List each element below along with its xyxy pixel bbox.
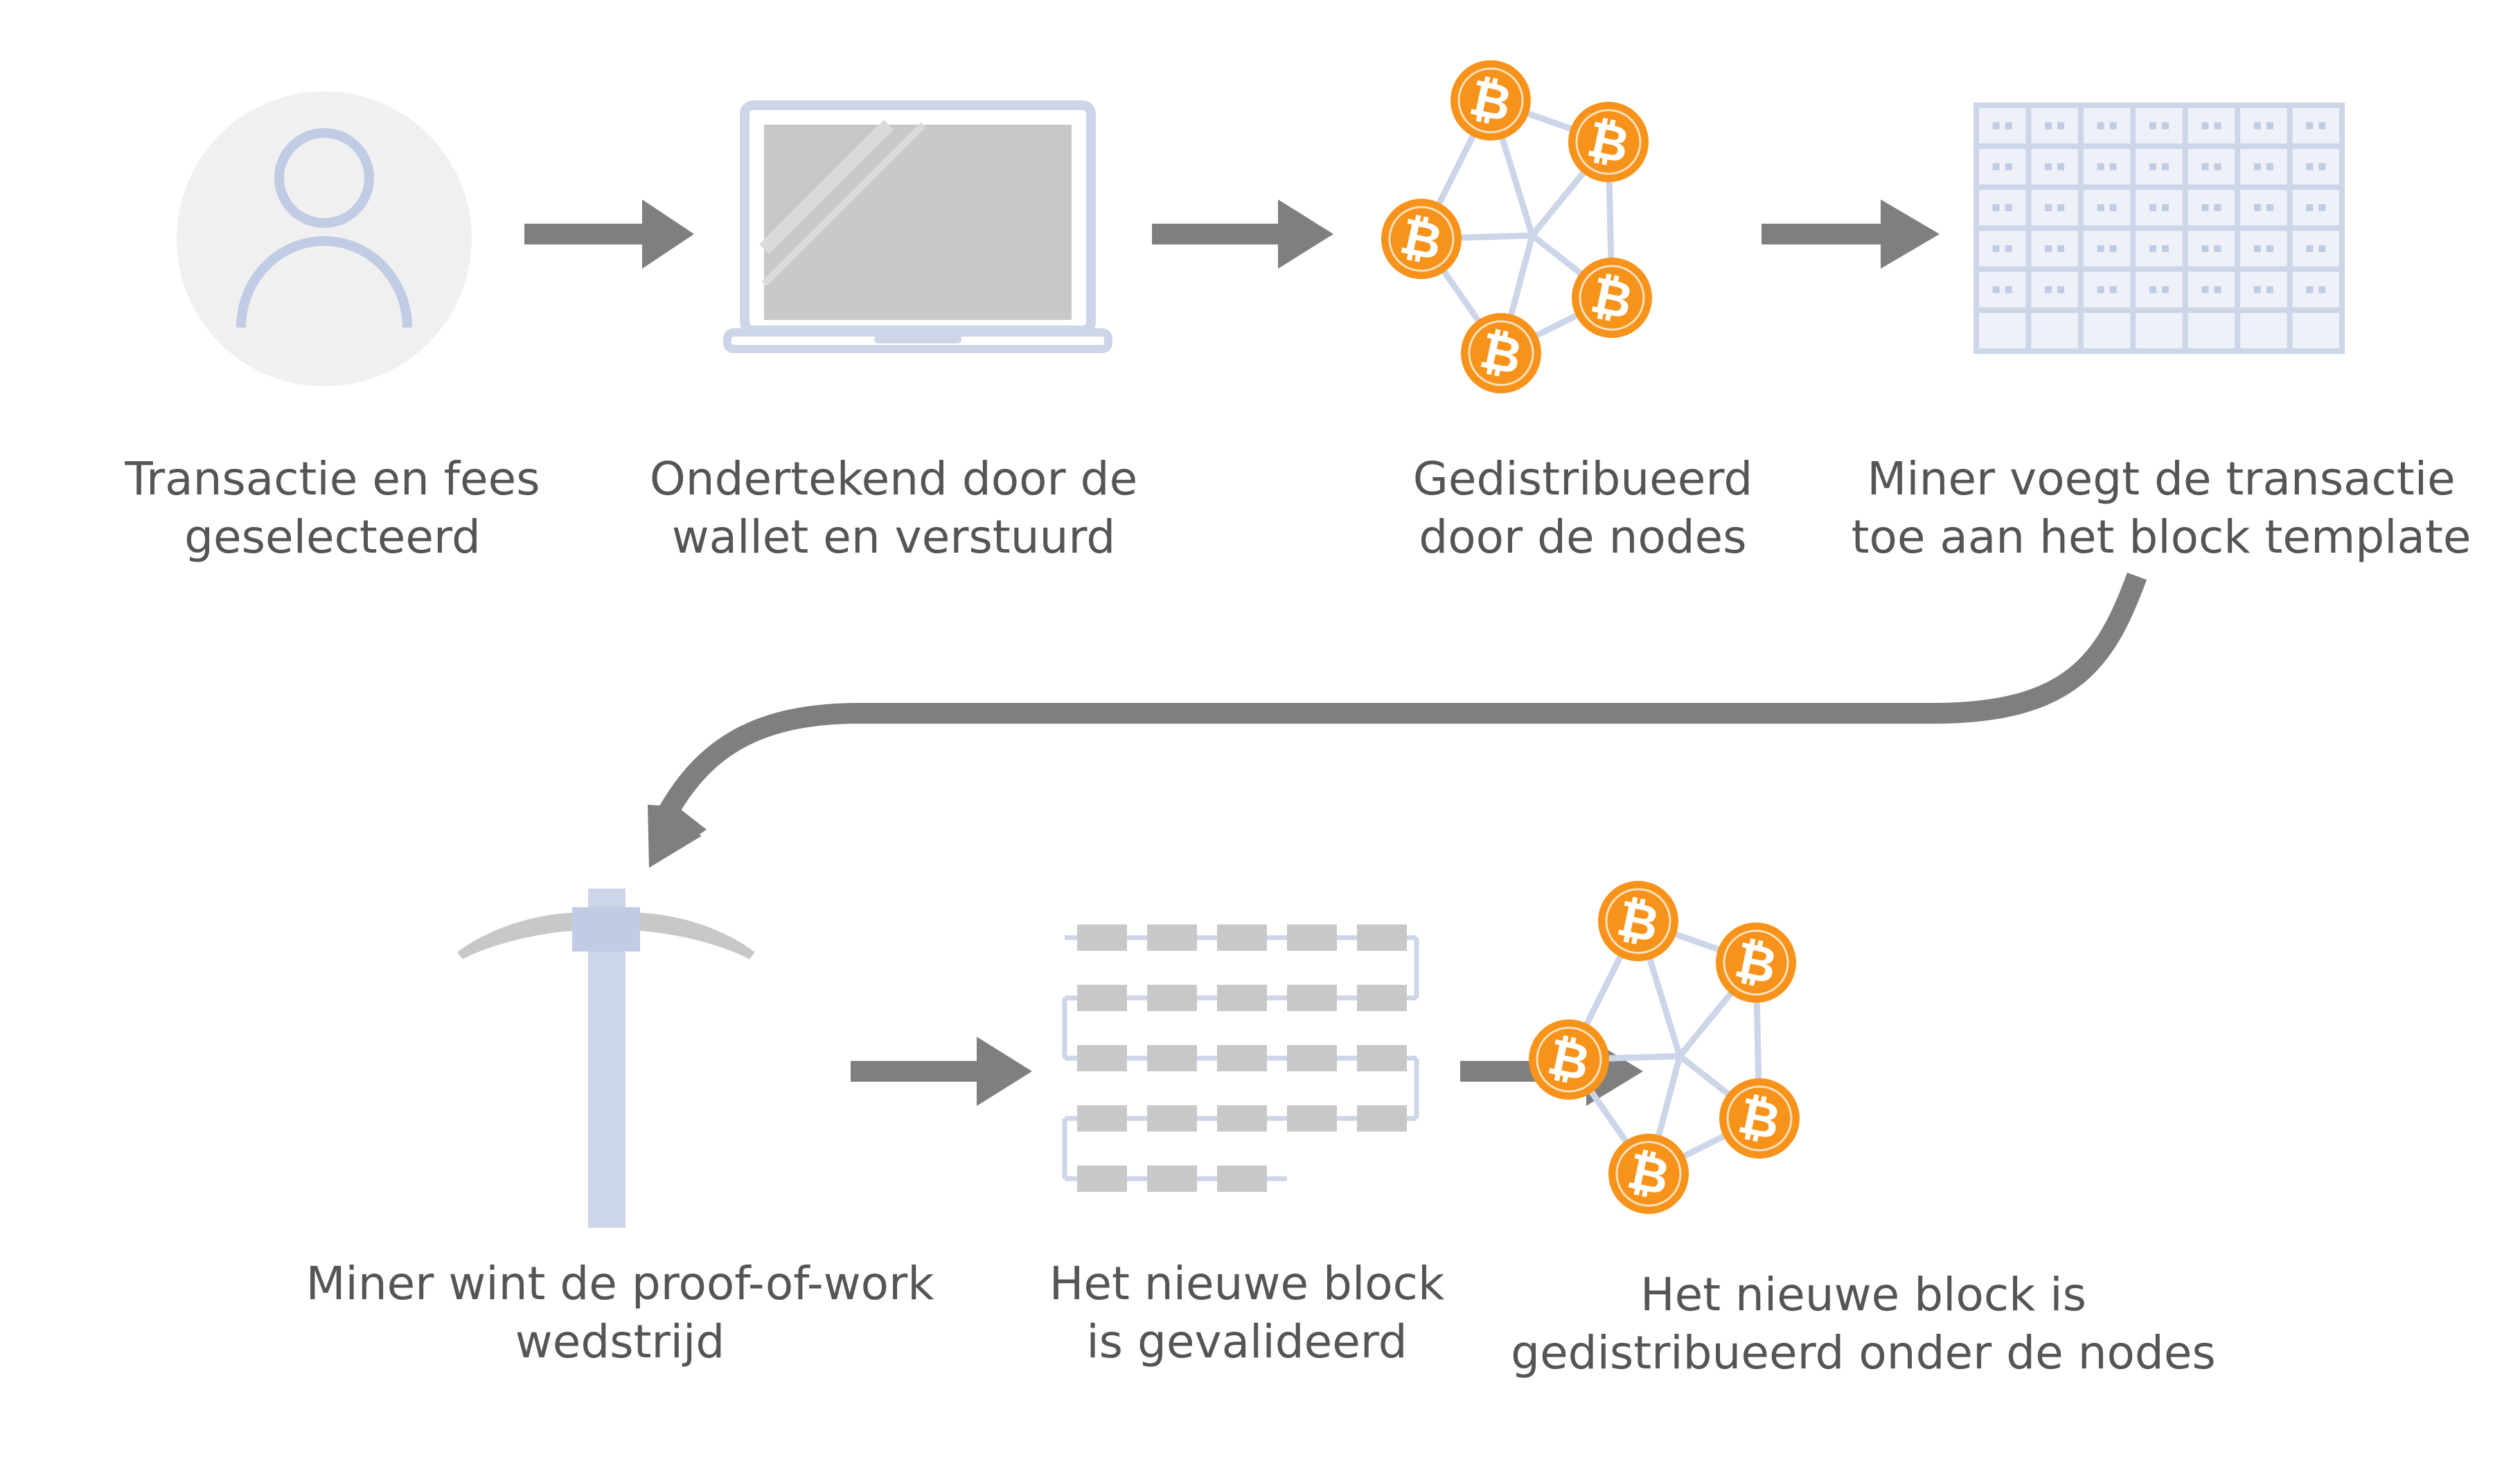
step-7-line-2: gedistribueerd onder de nodes xyxy=(1511,1326,2216,1380)
step-4-label: Miner voegt de transactie toe aan het bl… xyxy=(1843,450,2480,566)
bitcoin-icon: ₿ xyxy=(1461,313,1541,393)
bitcoin-icon: ₿ xyxy=(1719,1078,1800,1159)
step-2-line-2: wallet en verstuurd xyxy=(671,510,1116,564)
step-5-label: Miner wint de proof-of-work wedstrijd xyxy=(277,1255,963,1371)
laptop-icon xyxy=(723,100,1112,353)
bitcoin-icon: ₿ xyxy=(1608,1134,1689,1214)
step-2-label: Ondertekend door de wallet en verstuurd xyxy=(623,450,1164,566)
arrow-3 xyxy=(1762,199,1940,269)
step-4-line-1: Miner voegt de transactie xyxy=(1867,452,2456,506)
step-2-line-1: Ondertekend door de xyxy=(649,452,1138,506)
arrow-2 xyxy=(1152,199,1333,269)
bitcoin-icon: ₿ xyxy=(1598,881,1678,961)
step-1-line-1: Transactie en fees xyxy=(125,452,540,506)
step-3-line-1: Gedistribueerd xyxy=(1412,452,1753,506)
blockchain-block-icon xyxy=(1062,925,1419,1192)
bitcoin-icon: ₿ xyxy=(1450,60,1531,141)
block-template-icon xyxy=(1973,102,2345,354)
bitcoin-icon: ₿ xyxy=(1716,922,1796,1003)
step-7-line-1: Het nieuwe block is xyxy=(1640,1268,2087,1321)
bitcoin-network-icon: ₿ ₿ ₿ ₿ ₿ xyxy=(1381,60,1652,393)
arrow-4 xyxy=(851,1037,1032,1106)
step-5-line-1: Miner wint de proof-of-work xyxy=(305,1257,934,1310)
step-5-line-2: wedstrijd xyxy=(515,1315,725,1368)
bitcoin-network-icon-2: ₿ ₿ ₿ ₿ ₿ xyxy=(1529,881,1800,1214)
bitcoin-icon: ₿ xyxy=(1381,199,1462,279)
curved-arrow xyxy=(648,572,2147,868)
step-6-label: Het nieuwe block is gevalideerd xyxy=(1025,1255,1468,1371)
bitcoin-icon: ₿ xyxy=(1568,102,1649,182)
step-1-line-2: geselecteerd xyxy=(184,510,481,564)
step-6-line-2: is gevalideerd xyxy=(1086,1315,1408,1368)
pickaxe-icon xyxy=(457,889,755,1228)
bitcoin-icon: ₿ xyxy=(1529,1019,1609,1100)
step-3-line-2: door de nodes xyxy=(1419,510,1747,564)
user-icon xyxy=(177,91,472,386)
step-1-label: Transactie en fees geselecteerd xyxy=(125,450,540,566)
step-7-label: Het nieuwe block is gedistribueerd onder… xyxy=(1468,1266,2258,1382)
step-3-label: Gedistribueerd door de nodes xyxy=(1372,450,1794,566)
bitcoin-icon: ₿ xyxy=(1572,258,1652,338)
arrow-1 xyxy=(524,199,694,269)
step-6-line-1: Het nieuwe block xyxy=(1049,1257,1445,1310)
step-4-line-2: toe aan het block template xyxy=(1851,510,2472,564)
